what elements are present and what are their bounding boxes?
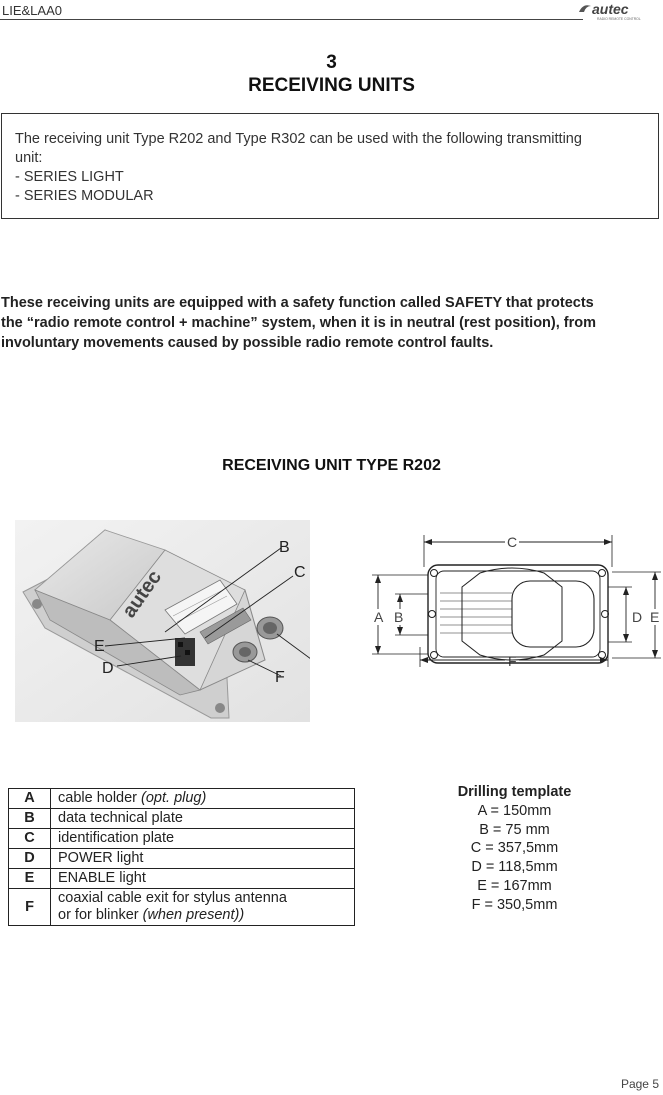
autec-logo: autec RADIO REMOTE CONTROL bbox=[579, 1, 641, 21]
drilling-value: F = 350,5mm bbox=[471, 896, 558, 913]
part-key: A bbox=[8, 788, 51, 809]
safety-line: the “radio remote control + machine” sys… bbox=[1, 315, 597, 331]
dim-d-label: D bbox=[632, 609, 642, 625]
part-key: D bbox=[8, 848, 51, 869]
part-description: identification plate bbox=[50, 828, 355, 849]
part-description: ENABLE light bbox=[50, 868, 355, 889]
dim-e-label: E bbox=[650, 609, 659, 625]
safety-line: involuntary movements caused by possible… bbox=[1, 335, 494, 351]
part-description: POWER light bbox=[50, 848, 355, 869]
drilling-title: Drilling template bbox=[457, 784, 572, 800]
drilling-template: Drilling template A = 150mm B = 75 mm C … bbox=[432, 783, 597, 915]
drilling-value: C = 357,5mm bbox=[470, 840, 559, 857]
callout-b: B bbox=[279, 539, 290, 556]
intro-line: - SERIES MODULAR bbox=[15, 188, 154, 204]
intro-line: - SERIES LIGHT bbox=[15, 169, 124, 185]
part-key: B bbox=[8, 808, 51, 829]
drilling-value: A = 150mm bbox=[477, 802, 552, 819]
chapter-number: 3 bbox=[326, 52, 337, 73]
intro-line: The receiving unit Type R202 and Type R3… bbox=[15, 131, 582, 147]
dim-f-label: F bbox=[508, 653, 517, 669]
callout-e: E bbox=[94, 638, 105, 655]
intro-box: The receiving unit Type R202 and Type R3… bbox=[1, 113, 659, 219]
table-row: B data technical plate bbox=[8, 808, 355, 829]
part-key: F bbox=[8, 888, 51, 926]
drilling-value: D = 118,5mm bbox=[471, 859, 558, 876]
callout-f: F bbox=[275, 669, 285, 686]
safety-paragraph: These receiving units are equipped with … bbox=[1, 293, 663, 353]
intro-line: unit: bbox=[15, 150, 43, 166]
logo-text: autec bbox=[592, 1, 629, 17]
drilling-drawing: C F A B D E bbox=[372, 534, 661, 669]
chapter-title: RECEIVING UNITS bbox=[248, 75, 415, 96]
drilling-value: E = 167mm bbox=[477, 877, 552, 894]
part-description: cable holder (opt. plug) bbox=[50, 788, 355, 809]
section-title: RECEIVING UNIT TYPE R202 bbox=[222, 457, 441, 474]
safety-line: These receiving units are equipped with … bbox=[1, 295, 594, 311]
callout-c: C bbox=[294, 564, 306, 581]
dim-a-label: A bbox=[374, 609, 384, 625]
parts-table: A cable holder (opt. plug) B data techni… bbox=[8, 788, 355, 926]
table-row: A cable holder (opt. plug) bbox=[8, 788, 355, 809]
header-rule bbox=[0, 19, 583, 20]
part-key: E bbox=[8, 868, 51, 889]
receiving-unit-photo: autec B C E D F A bbox=[15, 520, 310, 722]
document-code: LIE&LAA0 bbox=[2, 3, 62, 18]
table-row: C identification plate bbox=[8, 828, 355, 849]
dim-b-label: B bbox=[394, 609, 403, 625]
part-description: data technical plate bbox=[50, 808, 355, 829]
page-number: Page 5 bbox=[620, 1077, 659, 1091]
logo-tagline: RADIO REMOTE CONTROL bbox=[597, 17, 641, 21]
callout-d: D bbox=[102, 660, 114, 677]
dim-c-label: C bbox=[507, 534, 517, 550]
table-row: D POWER light bbox=[8, 848, 355, 869]
part-key: C bbox=[8, 828, 51, 849]
table-row: E ENABLE light bbox=[8, 868, 355, 889]
drilling-value: B = 75 mm bbox=[479, 821, 550, 838]
